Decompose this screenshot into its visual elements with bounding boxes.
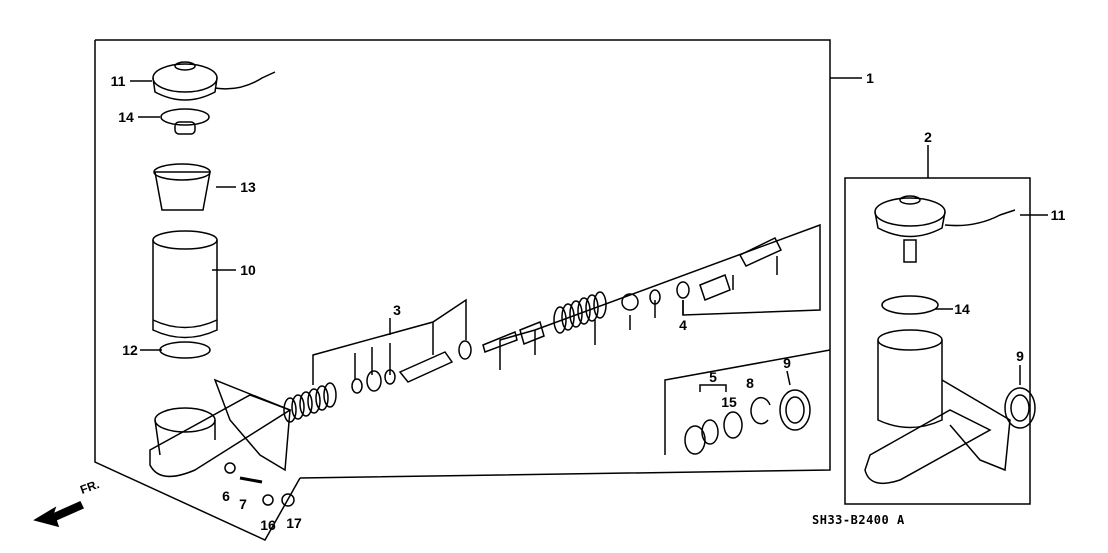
spring-3 [283, 382, 337, 423]
diagram-code: SH33-B2400 A [812, 513, 905, 527]
washer-6 [224, 462, 236, 474]
seal-9-left [779, 389, 811, 431]
callout-10: 10 [240, 262, 256, 278]
callout-9-left: 9 [783, 355, 791, 371]
callout-3: 3 [393, 302, 401, 318]
callout-15: 15 [721, 394, 737, 410]
piston-3 [398, 351, 454, 383]
assembly-1-outline [95, 39, 831, 479]
reservoir-10 [152, 230, 218, 339]
washer-17 [281, 493, 295, 507]
callout-14-right: 14 [954, 301, 970, 317]
callout-1: 1 [866, 70, 874, 86]
assembly-2-outline [844, 177, 1031, 505]
callout-16: 16 [260, 517, 276, 533]
ring-15 [723, 411, 743, 439]
callout-7: 7 [239, 496, 247, 512]
nut-16 [262, 494, 274, 506]
spring-4 [553, 291, 607, 334]
assembly-1-outline-lower [94, 40, 301, 541]
callout-11-right: 11 [1050, 207, 1066, 223]
seal-9-right [1004, 387, 1036, 429]
callout-2: 2 [924, 129, 932, 145]
reservoir-cap-11-right [874, 195, 1016, 263]
callout-11-left: 11 [110, 73, 126, 89]
callout-14-left: 14 [118, 109, 134, 125]
callout-17: 17 [286, 515, 302, 531]
callout-12: 12 [122, 342, 138, 358]
reservoir-cap-11-left [152, 61, 276, 101]
seal-14-left [160, 108, 210, 126]
master-cylinder-body-right [864, 329, 1011, 485]
seal-14-right [881, 295, 939, 315]
front-arrow-icon [33, 501, 85, 528]
snap-ring-8 [750, 396, 771, 425]
bolt-7 [239, 476, 263, 484]
callout-9-right: 9 [1016, 348, 1024, 364]
push-rod [738, 237, 783, 267]
master-cylinder-body-left [149, 378, 292, 478]
callout-6: 6 [222, 488, 230, 504]
callout-8: 8 [746, 375, 754, 391]
callout-4: 4 [679, 317, 687, 333]
callout-5: 5 [709, 369, 717, 385]
clamp-12 [159, 341, 211, 359]
callout-13: 13 [240, 179, 256, 195]
strainer-13 [154, 171, 211, 211]
boot-5 [684, 425, 706, 455]
